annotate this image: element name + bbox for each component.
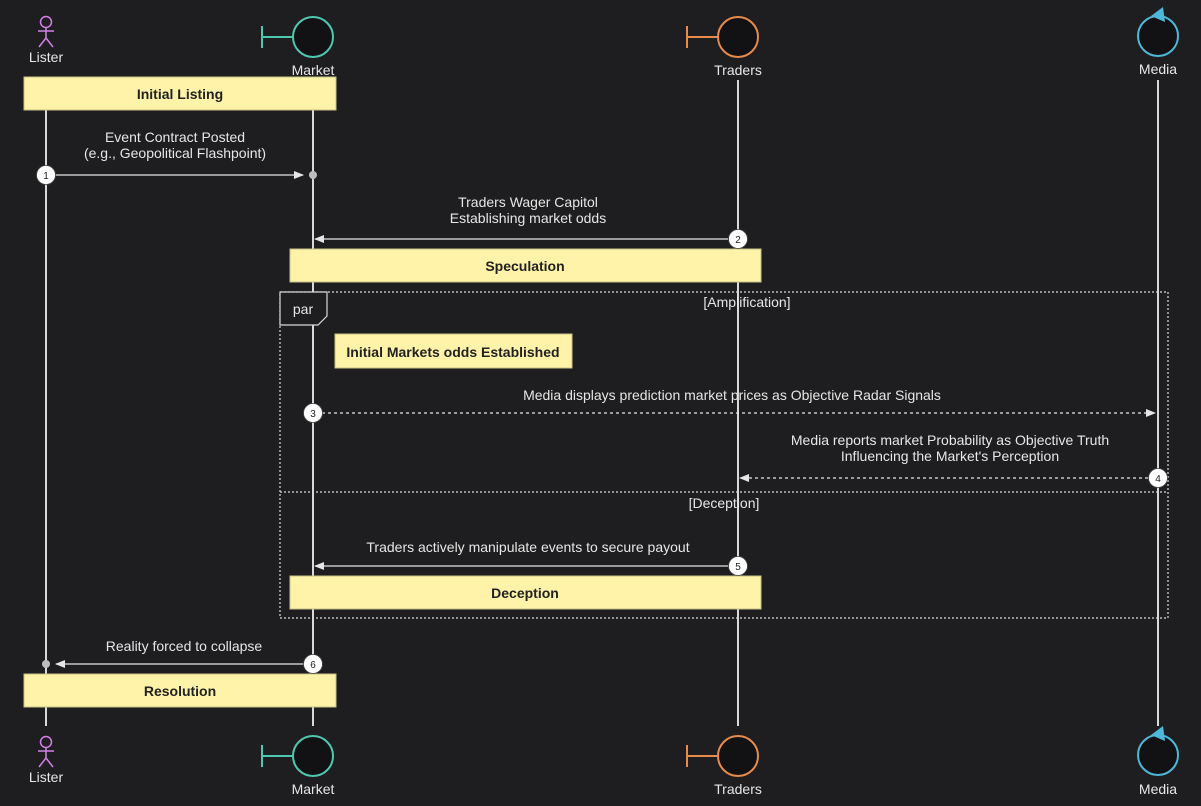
message-4-step-badge	[1148, 468, 1168, 488]
message-4-step-number: 4	[1155, 474, 1161, 485]
message-3-label: Media displays prediction market prices …	[523, 387, 941, 403]
lifelines	[45, 80, 1159, 726]
message-3-step-number: 3	[310, 409, 316, 420]
note-resolution	[23, 673, 337, 708]
participant-media-label-bottom: Media	[1139, 781, 1177, 797]
participant-market-label: Market	[292, 62, 335, 78]
note-speculation	[289, 248, 762, 283]
participant-market-label-bottom: Market	[292, 781, 335, 797]
note-odds-established-text: Initial Markets odds Established	[346, 344, 559, 360]
par-fragment: par [Amplification] [Deception]	[279, 291, 1169, 619]
message-1-step-number: 1	[43, 171, 49, 182]
section-label-deception: [Deception]	[689, 495, 760, 511]
section-label-amplification: [Amplification]	[703, 294, 790, 310]
message-5-label: Traders actively manipulate events to se…	[366, 539, 689, 555]
note-initial-listing-text: Initial Listing	[137, 86, 223, 102]
fragment-keyword: par	[293, 301, 314, 317]
message-1-step-badge	[36, 165, 56, 185]
note-deception	[289, 575, 762, 610]
fragment-frame	[279, 291, 1169, 619]
market-boundary-icon	[261, 735, 334, 777]
messages: Event Contract Posted (e.g., Geopolitica…	[36, 129, 1168, 674]
market-boundary-icon	[261, 16, 334, 58]
message-5-step-number: 5	[735, 562, 741, 573]
message-3-step-badge	[303, 403, 323, 423]
note-speculation-text: Speculation	[485, 258, 564, 274]
message-4-label-line2: Influencing the Market's Perception	[841, 448, 1059, 464]
lister-actor-icon	[38, 735, 54, 768]
notes: Initial Listing Speculation Initial Mark…	[23, 76, 762, 708]
media-control-icon	[1137, 726, 1179, 776]
note-deception-text: Deception	[491, 585, 559, 601]
fragment-keyword-tab	[279, 291, 328, 326]
participant-media-label: Media	[1139, 61, 1177, 77]
note-resolution-text: Resolution	[144, 683, 216, 699]
participant-traders-label-bottom: Traders	[714, 781, 762, 797]
message-6-step-badge	[303, 654, 323, 674]
participants-top: Lister Market Traders Media	[29, 7, 1179, 78]
participant-lister-label: Lister	[29, 49, 64, 65]
participant-lister-label-bottom: Lister	[29, 769, 64, 785]
message-4-label-line1: Media reports market Probability as Obje…	[791, 432, 1109, 448]
message-2-label-line2: Establishing market odds	[450, 210, 606, 226]
message-6-label: Reality forced to collapse	[106, 638, 263, 654]
note-odds-established	[334, 333, 573, 369]
note-initial-listing	[23, 76, 337, 111]
lister-actor-icon	[38, 15, 54, 48]
traders-boundary-icon	[686, 16, 759, 58]
message-6-step-number: 6	[310, 660, 316, 671]
participant-traders-label: Traders	[714, 62, 762, 78]
message-2-step-badge	[728, 229, 748, 249]
message-6-end-dot	[42, 660, 50, 668]
message-1-end-dot	[309, 171, 317, 179]
message-1-label-line1: Event Contract Posted	[105, 129, 245, 145]
traders-boundary-icon	[686, 735, 759, 777]
participants-bottom: Lister Market Traders Media	[29, 726, 1179, 797]
media-control-icon	[1137, 7, 1179, 57]
message-2-step-number: 2	[735, 235, 741, 246]
message-5-step-badge	[728, 556, 748, 576]
message-2-label-line1: Traders Wager Capitol	[458, 194, 598, 210]
message-1-label-line2: (e.g., Geopolitical Flashpoint)	[84, 145, 266, 161]
